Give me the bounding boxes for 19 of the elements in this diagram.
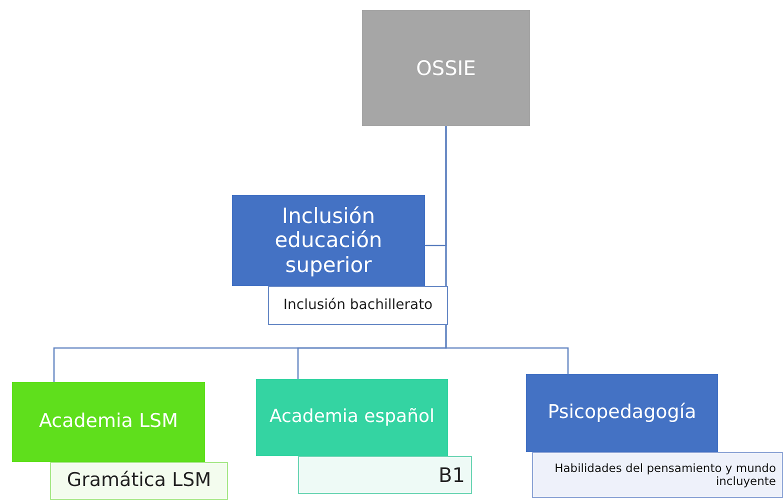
- sub-box: [50, 462, 228, 500]
- box-label: Psicopedagogía: [548, 402, 696, 424]
- box-label: Academia español: [269, 407, 435, 428]
- connector-line: [445, 126, 569, 374]
- sub-box: [298, 456, 472, 494]
- sub-box: [532, 452, 783, 498]
- box-label: Gramática LSM: [66, 470, 212, 492]
- box-label: Inclusión educación superior: [274, 204, 384, 277]
- box-label: B1: [438, 464, 465, 486]
- org-box: [362, 10, 530, 126]
- org-box: [12, 382, 205, 462]
- org-box: [256, 379, 448, 456]
- box-label: OSSIE: [416, 56, 476, 80]
- box-label: Inclusión bachillerato: [283, 297, 433, 314]
- box-label: Habilidades del pensamiento y mundo incluyente: [554, 462, 776, 488]
- sub-box: [268, 286, 448, 325]
- org-box: [232, 195, 425, 286]
- org-box: [526, 374, 718, 452]
- box-label: Academia LSM: [38, 411, 178, 433]
